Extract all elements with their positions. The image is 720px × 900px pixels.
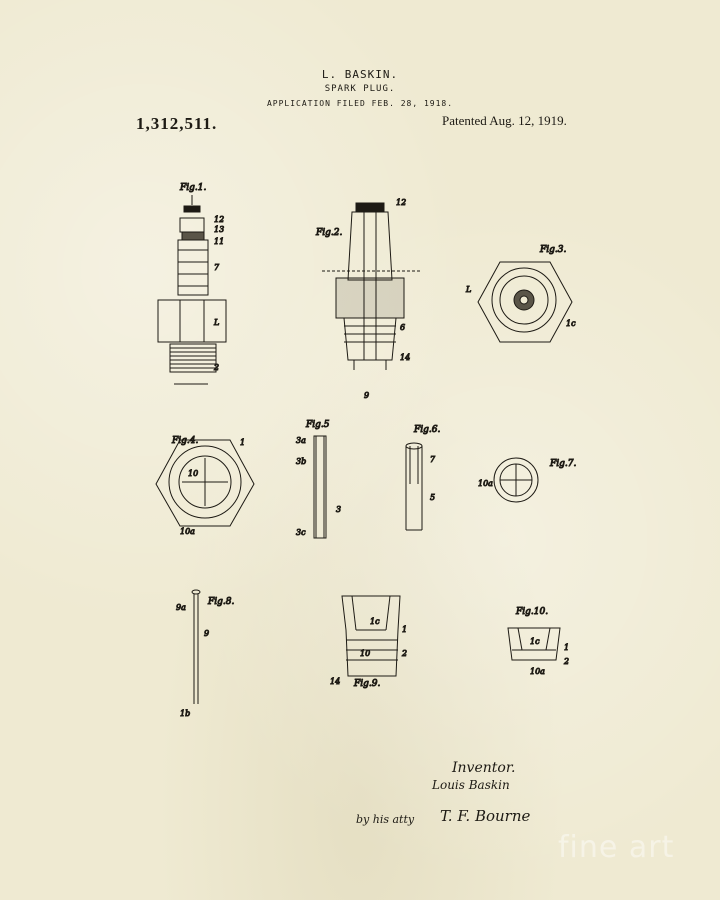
attorney-signature: T. F. Bourne [440,807,531,825]
fig-5-ref-3a: 3a [296,436,306,445]
fig-9-ref-2: 2 [401,649,407,658]
fig-1: Fig.1. 12 13 11 7 L 2 [157,183,227,385]
fig-1-ref-12: 12 [214,215,224,224]
patent-title: SPARK PLUG. [324,84,396,94]
fig-6: Fig.6. 7 5 [405,425,441,531]
fig-4-ref-10a: 10a [180,527,195,536]
fig-5-ref-3b: 3b [296,457,306,466]
fig-3: Fig.3. L 1c [465,245,577,343]
fig-1-ref-2: 2 [213,363,219,372]
fig-7-ref-10a: 10a [478,479,493,488]
patent-number: 1,312,511. [136,114,218,133]
fig-9-ref-1c: 1c [370,617,380,626]
fig-8-ref-9: 9 [204,629,209,638]
inventor-heading: Inventor. [452,760,516,776]
patent-date: Patented Aug. 12, 1919. [442,113,567,128]
fig-9-label: Fig.9. [353,679,380,689]
fig-7-label: Fig.7. [549,459,576,469]
fig-10-ref-2: 2 [563,657,569,666]
fig-2-ref-6: 6 [400,323,405,332]
fig-1-label: Fig.1. [179,183,206,193]
fig-3-ref-l: L [465,285,471,294]
fig-2-label: Fig.2. [315,228,342,238]
fig-10-ref-1c: 1c [530,637,540,646]
fig-8: Fig.8. 9a 9 1b [176,589,235,719]
fig-1-ref-13: 13 [214,225,224,234]
fig-1-ref-11: 11 [214,237,224,246]
fig-2-ref-12: 12 [396,198,406,207]
fig-10-label: Fig.10. [515,607,548,617]
fig-6-ref-7: 7 [430,455,436,464]
fig-9-ref-10: 10 [360,649,370,658]
fig-6-ref-5: 5 [430,493,435,502]
attorney-prefix: by his atty [356,813,415,826]
fig-5-label: Fig.5 [305,420,330,430]
fig-9-ref-1: 1 [402,625,407,634]
fig-9-ref-14: 14 [330,677,340,686]
inventor-signature: Louis Baskin [432,778,510,792]
fig-5: Fig.5 3a 3b 3 3c [296,420,342,539]
fig-1-ref-l: L [213,318,219,327]
fig-2: Fig.2. 9 12 6 14 [315,198,420,401]
fig-8-ref-9a: 9a [176,603,186,612]
watermark: fine art [558,830,675,865]
fig-5-ref-3: 3 [336,505,341,514]
fig-10-ref-10a: 10a [530,667,545,676]
fig-4-ref-10: 10 [188,469,198,478]
fig-6-label: Fig.6. [413,425,440,435]
fig-8-label: Fig.8. [207,597,234,607]
fig-4-label: Fig.4. [171,436,198,446]
fig-1-ref-7: 7 [214,263,220,272]
application-filed: APPLICATION FILED FEB. 28, 1918. [266,99,454,108]
fig-10: Fig.10. 1c 1 2 10a [507,607,570,677]
fig-4-ref-1: 1 [240,438,245,447]
fig-2-ref-9: 9 [364,391,369,400]
fig-9: Fig.9. 1c 1 2 10 14 [330,595,408,690]
fig-4: Fig.4. 10 1 10a [155,436,255,537]
inventor-header: L. BASKIN. [321,68,399,81]
fig-10-ref-1: 1 [564,643,569,652]
fig-3-label: Fig.3. [539,245,566,255]
fig-3-ref-1c: 1c [566,319,576,328]
fig-8-ref-1b: 1b [180,709,190,718]
fig-5-ref-3c: 3c [296,528,306,537]
fig-7: Fig.7. 10a [478,457,577,503]
fig-2-ref-14: 14 [400,353,410,362]
